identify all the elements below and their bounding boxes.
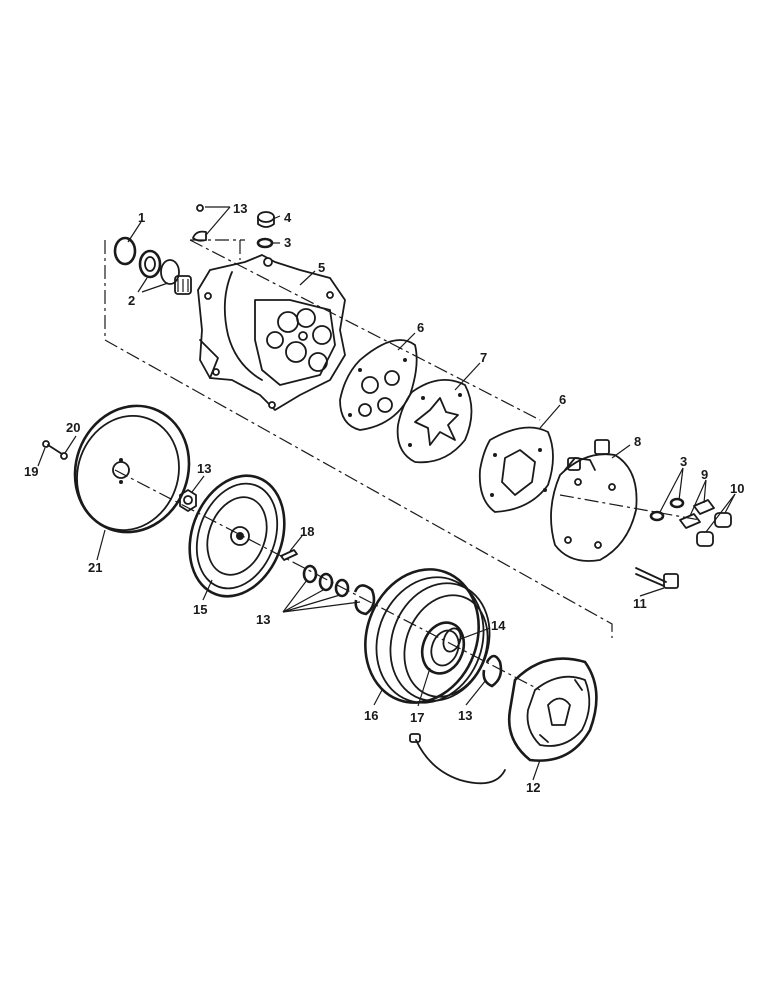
- part-16-pulley: [364, 568, 491, 704]
- callout-13-shims: 13: [256, 612, 270, 627]
- part-15-clutch-plate: [188, 474, 286, 598]
- part-6-gasket-rear: [478, 426, 554, 513]
- callout-19: 19: [24, 464, 38, 479]
- callout-3-right: 3: [680, 454, 687, 469]
- callout-1: 1: [138, 210, 145, 225]
- callout-21: 21: [88, 560, 102, 575]
- part-14-bearing-race: [442, 627, 462, 653]
- part-20-washer: [60, 452, 68, 460]
- part-13-retaining-ring: [482, 654, 503, 688]
- callout-20: 20: [66, 420, 80, 435]
- part-18-key: [280, 549, 298, 561]
- part-3-o-rings-right: [649, 497, 685, 522]
- callout-10: 10: [730, 481, 744, 496]
- coil-lead-wire: [409, 733, 506, 785]
- part-1-seal-ring: [113, 236, 137, 266]
- part-13-nut-hub: [179, 489, 197, 512]
- callout-18: 18: [300, 524, 314, 539]
- assembly-reference-lines: [104, 239, 701, 691]
- part-7-valve-plate: [396, 378, 473, 464]
- part-10-caps: [696, 512, 732, 547]
- leader-lines: [37, 206, 736, 781]
- part-13-screw-clip-top: [192, 204, 207, 242]
- callout-5: 5: [318, 260, 325, 275]
- part-4-fill-plug: [257, 211, 275, 228]
- part-11-through-bolt: [635, 567, 679, 589]
- part-8-rear-head: [550, 439, 638, 562]
- part-6-gasket-front: [339, 339, 418, 431]
- callout-6-front: 6: [417, 320, 424, 335]
- callout-15: 15: [193, 602, 207, 617]
- callout-11: 11: [633, 596, 647, 611]
- callout-14: 14: [491, 618, 506, 633]
- part-2-shaft-seals: [138, 249, 192, 295]
- part-3-o-ring-top: [256, 237, 274, 249]
- part-17-bearing: [420, 621, 466, 675]
- callout-8: 8: [634, 434, 641, 449]
- callout-13-hub: 13: [197, 461, 211, 476]
- callout-2: 2: [128, 293, 135, 308]
- callout-13-ring: 13: [458, 708, 472, 723]
- callout-13-top: 13: [233, 201, 247, 216]
- part-21-cover-disc: [73, 404, 191, 534]
- callout-9: 9: [701, 467, 708, 482]
- part-19-bolt: [42, 440, 63, 455]
- callout-12: 12: [526, 780, 540, 795]
- part-13-shims: [302, 564, 376, 616]
- callout-labels: 1 2 13 4 3 5 6 7 6 8 3 9 10 11 20 19 21 …: [24, 201, 744, 795]
- callout-6-rear: 6: [559, 392, 566, 407]
- callout-16: 16: [364, 708, 378, 723]
- part-5-compressor-body: [197, 254, 346, 411]
- callout-3-top: 3: [284, 235, 291, 250]
- part-9-fittings: [679, 499, 715, 529]
- callout-7: 7: [480, 350, 487, 365]
- part-12-field-coil: [507, 657, 598, 762]
- callout-17: 17: [410, 710, 424, 725]
- callout-4: 4: [284, 210, 292, 225]
